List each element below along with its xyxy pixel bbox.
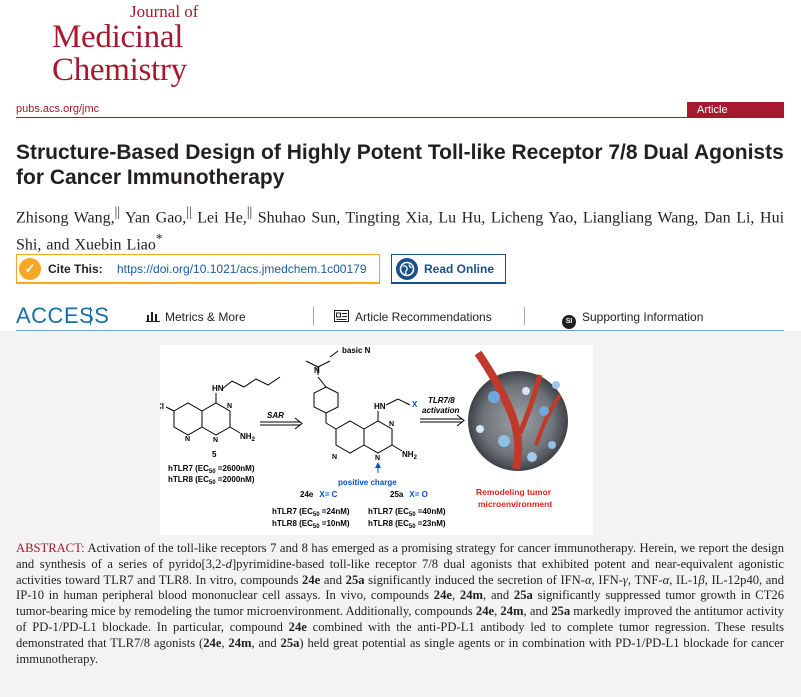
- bar-separator: [524, 307, 525, 325]
- basic-n-label: basic N: [342, 346, 371, 355]
- tlr-activation-label-2: activation: [422, 406, 459, 415]
- abstract-body: Activation of the toll-like receptors 7 …: [16, 541, 785, 666]
- cite-label: Cite This:: [48, 262, 103, 276]
- toc-graphic: HN Cl N N N NH2 5 hTLR7 (EC50 =2600nM) h…: [160, 345, 593, 535]
- compound-24e-nh2: NH2: [402, 450, 418, 461]
- metrics-button[interactable]: Metrics & More: [146, 310, 246, 324]
- bar-separator: [313, 307, 314, 325]
- access-bar: ACCESS Metrics & More Article Recommenda…: [16, 303, 784, 330]
- article-type-badge: Article: [687, 102, 784, 118]
- compound-5-cl: Cl: [160, 402, 164, 411]
- article-title: Structure-Based Design of Highly Potent …: [16, 141, 784, 189]
- journal-logo-line2: Chemistry: [52, 52, 187, 88]
- remodeling-label-1: Remodeling tumor: [476, 487, 552, 497]
- site-url-link[interactable]: pubs.acs.org/jmc: [16, 103, 100, 115]
- read-online-button[interactable]: Read Online: [391, 254, 506, 284]
- compound-5-ec50-tlr7: hTLR7 (EC50 =2600nM): [168, 464, 255, 475]
- activation-arrow: [420, 414, 465, 427]
- article-recommendations-button[interactable]: Article Recommendations: [334, 310, 492, 324]
- header-rule: [16, 117, 784, 118]
- ring-n-label: N: [332, 454, 337, 461]
- ring-n-label: N: [185, 436, 190, 443]
- compound-24e-amine-n: N: [314, 366, 320, 375]
- cite-this-box[interactable]: ✓ Cite This: https://doi.org/10.1021/acs…: [16, 254, 380, 284]
- doi-link[interactable]: https://doi.org/10.1021/acs.jmedchem.1c0…: [117, 262, 367, 276]
- bar-chart-icon: [146, 312, 160, 322]
- access-rule: [16, 330, 784, 331]
- sar-arrow: [260, 417, 303, 430]
- sar-label: SAR: [267, 411, 284, 420]
- ring-n-label: N: [227, 403, 232, 410]
- compound-24e-ec50-tlr7: hTLR7 (EC50 =24nM): [272, 507, 350, 518]
- checkmark-icon: ✓: [19, 258, 41, 280]
- journal-logo-of: Journal of: [130, 2, 199, 21]
- recommendations-icon: [334, 310, 349, 322]
- compound-24e-x: X: [412, 400, 418, 409]
- compound-24e-ec50-tlr8: hTLR8 (EC50 =10nM): [272, 519, 350, 530]
- recommendations-label: Article Recommendations: [355, 310, 492, 324]
- abstract: ABSTRACT: Activation of the toll-like re…: [16, 541, 784, 667]
- ring-n-label: N: [213, 437, 218, 444]
- supporting-info-label: Supporting Information: [582, 310, 704, 324]
- compound-24e-structure: [305, 350, 411, 454]
- compound-5-hn: HN: [212, 384, 224, 393]
- compound-5-nh2: NH2: [240, 432, 256, 443]
- abstract-heading: ABSTRACT:: [16, 541, 85, 555]
- ring-n-label: N: [389, 421, 394, 428]
- ring-n-label: N: [375, 455, 380, 462]
- metrics-label: Metrics & More: [165, 310, 246, 324]
- globe-icon: [396, 258, 418, 280]
- access-separator: [90, 307, 91, 325]
- compound-24e-hn: HN: [374, 402, 386, 411]
- tumor-illustration: [468, 350, 568, 471]
- author-list: Zhisong Wang,|| Yan Gao,|| Lei He,|| Shu…: [16, 204, 785, 254]
- supporting-info-icon: SI: [562, 315, 576, 329]
- compound-25a-ec50-tlr8: hTLR8 (EC50 =23nM): [368, 519, 446, 530]
- compound-25a-ec50-tlr7: hTLR7 (EC50 =40nM): [368, 507, 446, 518]
- positive-charge-label: positive charge: [338, 478, 397, 487]
- access-label: ACCESS: [16, 303, 110, 328]
- compound-5-ec50-tlr8: hTLR8 (EC50 =2000nM): [168, 475, 255, 486]
- remodeling-label-2: microenvironment: [478, 499, 552, 509]
- compound-5-structure: [165, 376, 281, 436]
- journal-logo-line1: Medicinal: [52, 19, 184, 55]
- compound-5-number: 5: [212, 450, 217, 459]
- supporting-information-button[interactable]: SI Supporting Information: [562, 310, 703, 329]
- tlr-activation-label-1: TLR7/8: [428, 396, 455, 405]
- read-online-label: Read Online: [424, 262, 495, 276]
